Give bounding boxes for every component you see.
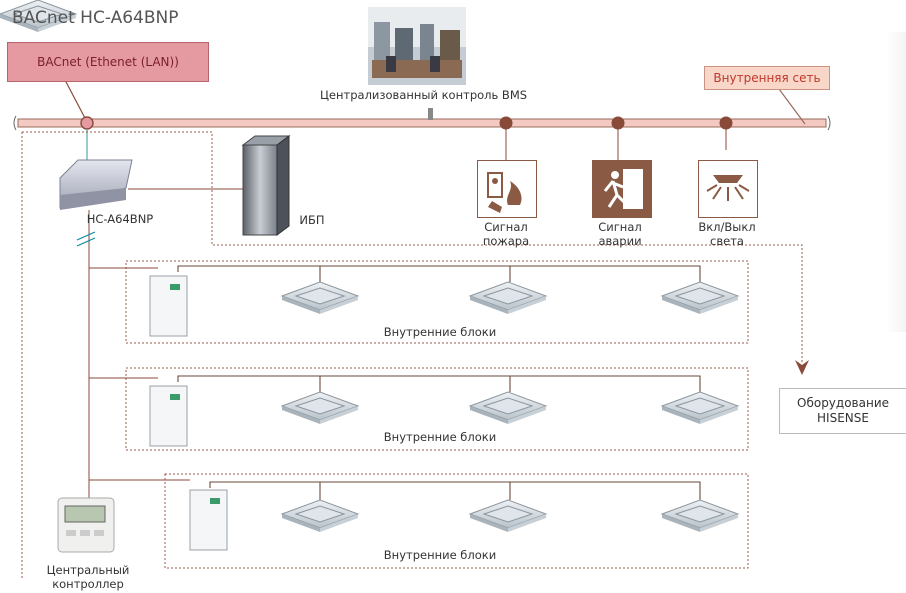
central-controller-device — [57, 497, 115, 553]
network-label: Внутренняя сеть — [704, 66, 830, 90]
fire-alarm-icon — [477, 160, 537, 218]
outdoor-unit-3 — [189, 489, 228, 551]
ceiling-light-icon — [698, 160, 758, 218]
fire-signal-line1: Сигнал — [484, 220, 528, 234]
arrow-down-icon — [795, 360, 809, 375]
bacnet-node — [80, 116, 94, 130]
equipment-line1: Оборудование — [797, 396, 889, 410]
controller-label-line2: контроллер — [52, 577, 124, 591]
indoor-units-label-1: Внутренние блоки — [383, 325, 497, 339]
emergency-exit-icon — [592, 160, 652, 218]
hisense-equipment-box: Оборудование HISENSE — [779, 388, 906, 434]
controller-label-line1: Центральный — [46, 563, 130, 577]
equipment-line2: HISENSE — [817, 411, 869, 425]
light-signal-line1: Вкл/Выкл — [698, 220, 756, 234]
bms-bus-tap — [428, 108, 433, 120]
gateway-label: HC-A64BNP — [86, 212, 154, 226]
outdoor-unit-2 — [149, 385, 188, 447]
ups-label: ИБП — [299, 213, 325, 227]
diagram-title: BACnet HC-A64BNP — [12, 8, 179, 28]
gateway-device — [59, 159, 133, 210]
emergency-signal-line1: Сигнал — [598, 220, 642, 234]
emergency-signal-line2: аварии — [598, 234, 642, 248]
light-signal-line2: света — [710, 234, 744, 248]
fire-signal-line2: пожара — [482, 234, 530, 248]
bms-label: Централизованный контроль BMS — [320, 88, 528, 102]
indoor-units-label-3: Внутренние блоки — [383, 548, 497, 562]
right-edge-panel — [886, 32, 906, 332]
network-bus — [17, 118, 827, 128]
indoor-units-label-2: Внутренние блоки — [383, 430, 497, 444]
bacnet-callout: BACnet (Ethenet (LAN)) — [7, 42, 209, 82]
outdoor-unit-1 — [149, 275, 188, 337]
bms-control-room-photo — [368, 7, 466, 85]
ups-device — [241, 135, 291, 236]
